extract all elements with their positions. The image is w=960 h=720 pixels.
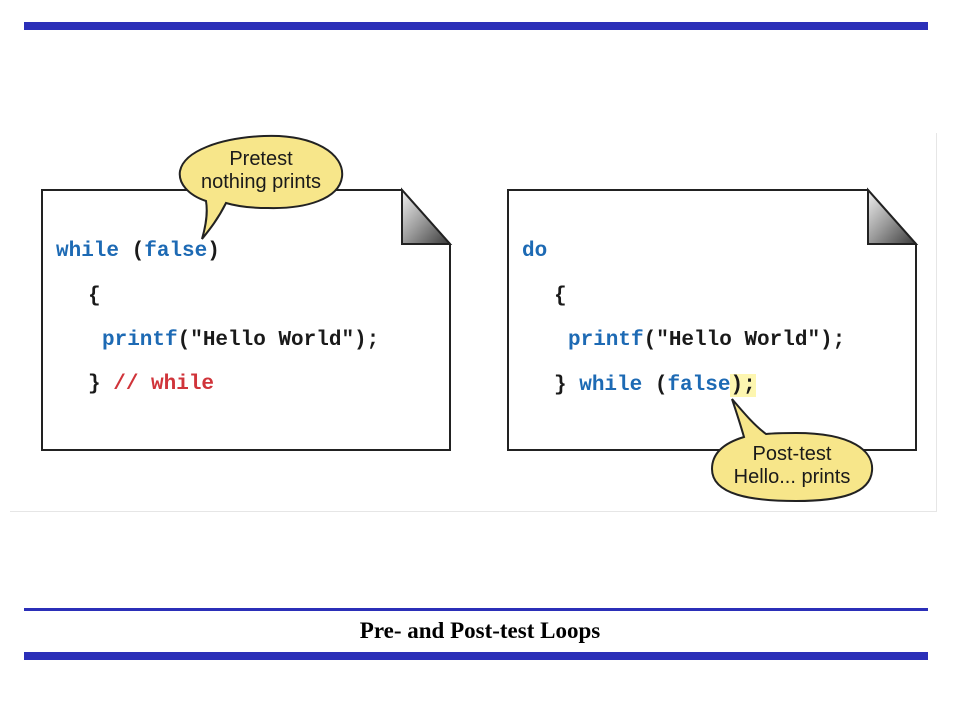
- pretest-callout-bubble: [178, 134, 344, 240]
- pretest-line1: Pretest: [229, 148, 293, 170]
- printf-args: ("Hello World");: [177, 329, 380, 352]
- while-comment: // while: [113, 373, 215, 396]
- keyword-while: while: [56, 240, 120, 263]
- right-line-open-brace: {: [554, 285, 567, 309]
- posttest-line2: Hello... prints: [733, 466, 851, 488]
- left-line-printf: printf("Hello World");: [102, 329, 379, 353]
- left-code-page: [41, 189, 451, 451]
- open-paren: (: [119, 240, 145, 263]
- left-line-open-brace: {: [88, 285, 101, 309]
- close-brace: }: [88, 373, 101, 396]
- keyword-false: false: [144, 240, 208, 263]
- keyword-while: while: [579, 374, 643, 397]
- right-line-close-while: } while (false);: [554, 374, 756, 398]
- slide-caption: Pre- and Post-test Loops: [359, 618, 601, 643]
- posttest-callout-bubble: [710, 398, 874, 503]
- left-line-while: while (false): [56, 240, 220, 264]
- open-brace: {: [88, 285, 101, 308]
- keyword-do: do: [522, 240, 548, 263]
- posttest-callout-text: Post-test Hello... prints: [714, 443, 870, 489]
- semicolon: ;: [743, 374, 756, 397]
- keyword-false: false: [667, 374, 731, 397]
- left-page-fold: [401, 187, 453, 245]
- close-paren-semicolon: );: [730, 374, 756, 397]
- posttest-line1: Post-test: [752, 443, 832, 465]
- open-brace: {: [554, 285, 567, 308]
- pretest-line2: nothing prints: [200, 171, 322, 193]
- caption-top-rule: [24, 608, 928, 611]
- right-line-printf: printf("Hello World");: [568, 329, 845, 353]
- bottom-rule: [24, 652, 928, 660]
- loop-figure: while (false) { printf("Hello World"); }…: [10, 133, 937, 512]
- figure-graphics: [41, 134, 919, 503]
- top-rule: [24, 22, 928, 30]
- pretest-callout-text: Pretest nothing prints: [182, 148, 340, 194]
- right-code-page: [507, 189, 917, 451]
- right-line-do: do: [522, 240, 547, 264]
- close-paren: ): [730, 374, 744, 397]
- close-paren: ): [207, 240, 220, 263]
- close-brace: }: [554, 374, 580, 397]
- printf-args: ("Hello World");: [643, 329, 846, 352]
- printf-function: printf: [102, 329, 178, 352]
- left-line-close-brace: } // while: [88, 373, 214, 397]
- right-page-fold: [867, 187, 919, 245]
- open-paren: (: [642, 374, 668, 397]
- printf-function: printf: [568, 329, 644, 352]
